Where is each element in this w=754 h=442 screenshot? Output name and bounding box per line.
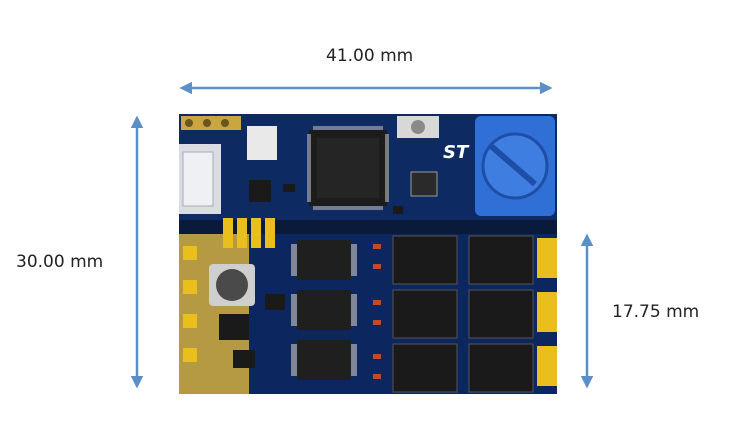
st-logo-silkscreen: ST: [443, 142, 470, 163]
driver-ics: [297, 240, 351, 380]
pcb-board-photo: ST: [179, 114, 557, 394]
height-dimension-label: 30.00 mm: [16, 252, 104, 272]
mosfet-grid: [392, 235, 534, 393]
width-dimension-label: 41.00 mm: [326, 46, 414, 66]
lower-section-dimension-label: 17.75 mm: [612, 302, 700, 322]
output-pads: [537, 238, 557, 386]
crystal: [410, 171, 438, 197]
reset-button: [247, 126, 277, 160]
